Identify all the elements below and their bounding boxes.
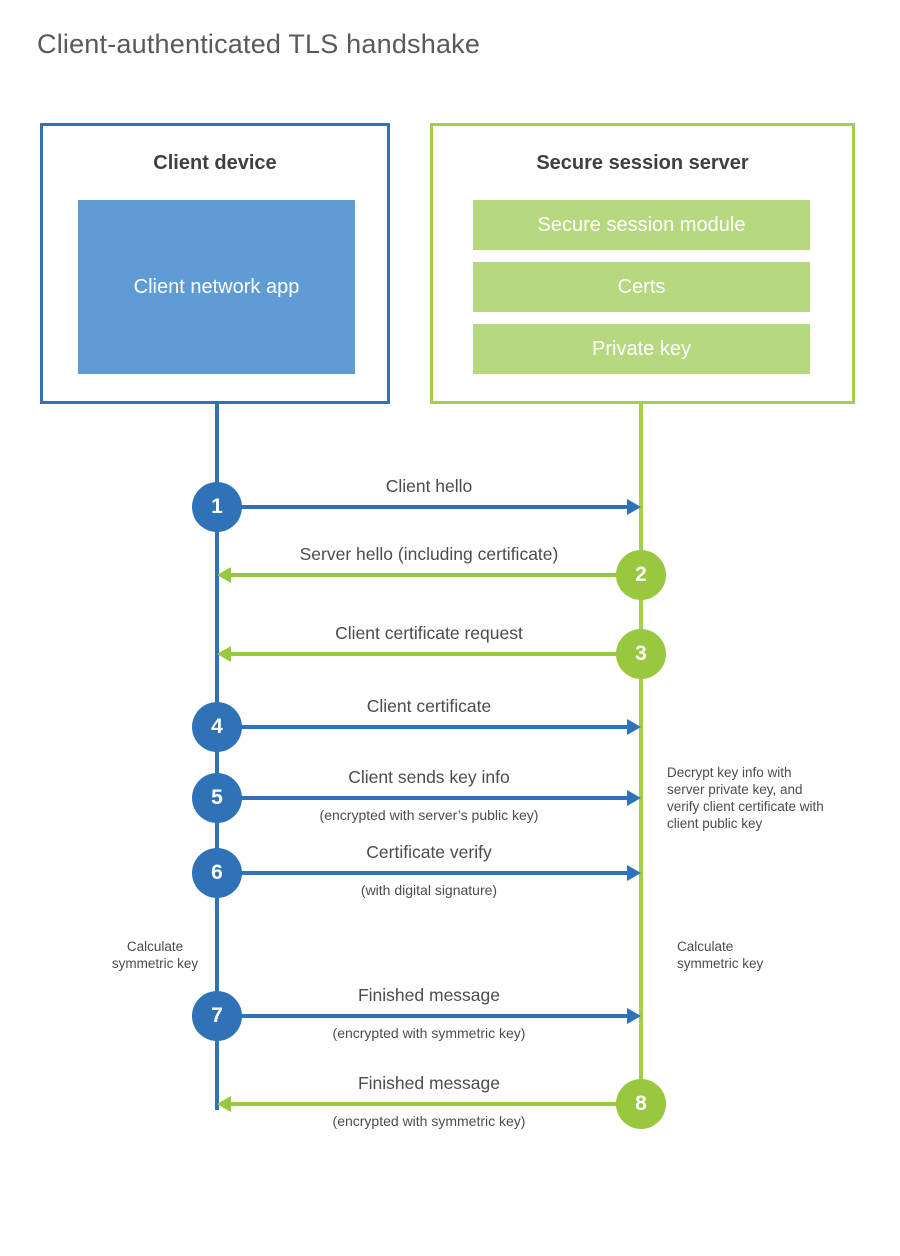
step-2-arrow-line	[231, 573, 641, 577]
step-5-number-badge: 5	[192, 773, 242, 823]
step-2-label: Server hello (including certificate)	[299, 544, 559, 564]
step-4-label: Client certificate	[366, 696, 492, 716]
step-2-number-badge: 2	[616, 550, 666, 600]
step-5-sublabel: (encrypted with server’s public key)	[319, 807, 539, 823]
step-7-number-badge: 7	[192, 991, 242, 1041]
step-3-label: Client certificate request	[335, 623, 523, 643]
step-5-arrow-line	[217, 796, 627, 800]
step-5-arrowhead-icon	[627, 790, 641, 806]
step-3-arrowhead-icon	[217, 646, 231, 662]
step-7-arrow-line	[217, 1014, 627, 1018]
server-module-bar: Secure session module	[473, 200, 810, 250]
decrypt-key-note: Decrypt key info with server private key…	[667, 765, 824, 831]
step-5-label: Client sends key info	[348, 767, 510, 787]
step-1-arrow-line	[217, 505, 627, 509]
step-3-arrow-line	[231, 652, 641, 656]
client-device-title: Client device	[153, 152, 277, 174]
step-4-arrowhead-icon	[627, 719, 641, 735]
client-device-box: Client device Client network app	[40, 123, 390, 404]
step-8-label: Finished message	[357, 1073, 501, 1093]
step-8-sublabel: (encrypted with symmetric key)	[332, 1113, 526, 1129]
step-7-arrowhead-icon	[627, 1008, 641, 1024]
step-8-number-badge: 8	[616, 1079, 666, 1129]
step-6-label: Certificate verify	[366, 842, 492, 862]
step-6-sublabel: (with digital signature)	[360, 882, 498, 898]
step-1-arrowhead-icon	[627, 499, 641, 515]
step-4-number-badge: 4	[192, 702, 242, 752]
step-8-arrow-line	[231, 1102, 641, 1106]
step-8-arrowhead-icon	[217, 1096, 231, 1112]
step-3-number-badge: 3	[616, 629, 666, 679]
secure-session-server-title: Secure session server	[536, 152, 749, 174]
client-network-app-box: Client network app	[78, 200, 355, 374]
step-6-number-badge: 6	[192, 848, 242, 898]
page-title: Client-authenticated TLS handshake	[37, 29, 481, 59]
server-lifeline	[639, 404, 643, 1104]
calculate-symmetric-key-note-client: Calculate symmetric key	[111, 939, 199, 971]
secure-session-server-box: Secure session server Secure session mod…	[430, 123, 855, 404]
step-7-label: Finished message	[357, 985, 501, 1005]
step-2-arrowhead-icon	[217, 567, 231, 583]
step-6-arrowhead-icon	[627, 865, 641, 881]
server-private-key-bar: Private key	[473, 324, 810, 374]
server-certs-bar: Certs	[473, 262, 810, 312]
step-1-number-badge: 1	[192, 482, 242, 532]
step-7-sublabel: (encrypted with symmetric key)	[332, 1025, 526, 1041]
calculate-symmetric-key-note-server: Calculate symmetric key	[677, 939, 764, 971]
step-6-arrow-line	[217, 871, 627, 875]
client-lifeline	[215, 404, 219, 1110]
step-1-label: Client hello	[385, 476, 473, 496]
client-network-app-label: Client network app	[133, 275, 300, 298]
step-4-arrow-line	[217, 725, 627, 729]
